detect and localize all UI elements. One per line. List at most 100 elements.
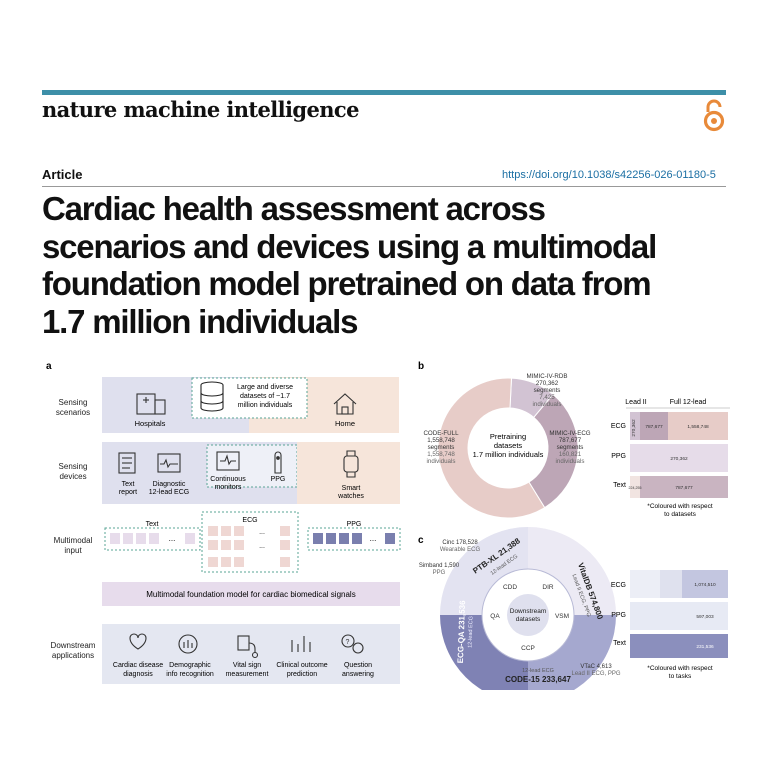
segment-label: segments	[428, 444, 455, 451]
table-value: 224,255	[629, 486, 642, 490]
external-dataset: PPG	[433, 570, 446, 576]
doi-link[interactable]: https://doi.org/10.1038/s42256-026-01180…	[502, 169, 716, 181]
segment-label: 160,821	[559, 451, 582, 458]
table-cell	[630, 412, 640, 440]
table-cell	[640, 412, 668, 440]
vital-sign-icon	[237, 635, 259, 659]
application-label: info recognition	[166, 671, 214, 678]
column-header: Full 12-lead	[670, 399, 707, 406]
donut-center: Downstream	[510, 608, 546, 615]
external-dataset: Cinc 178,528	[442, 540, 478, 546]
row-label: ECG	[611, 582, 626, 589]
input-label: ECG	[242, 517, 257, 524]
task-label: CCP	[521, 645, 535, 652]
external-dataset: VTaC 4,613	[580, 664, 612, 670]
foundation-model-label: Multimodal foundation model for cardiac …	[146, 590, 355, 599]
hospital-icon	[136, 393, 166, 415]
clinical-outcome-icon	[291, 636, 311, 652]
ppg-finger-icon	[274, 451, 282, 474]
heart-icon	[129, 633, 147, 650]
application-label: measurement	[226, 671, 269, 678]
table-value: 1,074,510	[694, 582, 716, 588]
code15-sector	[528, 615, 616, 690]
row-label: PPG	[611, 612, 626, 619]
ellipsis: ...	[259, 543, 265, 550]
table-note: to tasks	[669, 673, 692, 680]
row-label: Text	[613, 482, 626, 489]
ecgqa-sector	[440, 615, 528, 690]
open-access-icon[interactable]	[700, 98, 728, 132]
donut-center: datasets	[516, 616, 541, 623]
device-label: watches	[337, 493, 364, 500]
table-value: 231,536	[696, 644, 714, 650]
table-cell	[668, 412, 728, 440]
task-label: CDD	[503, 584, 517, 591]
row-label: Sensing	[59, 462, 88, 471]
table-cell	[682, 570, 728, 598]
foundation-model-bar	[102, 582, 400, 606]
external-dataset: Simband 1,590	[419, 563, 460, 569]
vitaldb-sector	[528, 527, 616, 615]
application-label: answering	[342, 671, 374, 678]
table-cell	[630, 602, 728, 630]
scenario-label: Home	[335, 419, 355, 428]
ellipsis: ...	[169, 534, 176, 543]
task-label: DIR	[542, 584, 554, 591]
panel-a-letter: a	[46, 361, 52, 372]
callout-text: Large and diverse	[237, 384, 293, 391]
applications-box	[102, 624, 400, 684]
segment-label: 1,558,748	[427, 437, 455, 444]
segment-label: MIMIC-IV-ECG	[549, 430, 590, 437]
devices-box-home	[297, 442, 400, 504]
application-label: Vital sign	[233, 662, 261, 669]
panel-b: b Pretraining datasets 1.7 million indiv…	[418, 361, 730, 519]
ellipsis: ...	[370, 534, 377, 543]
text-input-group	[104, 527, 201, 551]
column-header: Lead II	[625, 399, 646, 406]
row-label: ECG	[611, 423, 626, 430]
segment-label: 1,558,748	[427, 451, 455, 458]
table-cell	[630, 634, 728, 658]
segment-label: individuals	[533, 401, 562, 408]
segment-label: MIMIC-IV-RDB	[527, 373, 568, 380]
panel-b-letter: b	[418, 361, 424, 372]
application-label: Clinical outcome	[276, 662, 327, 669]
title-line: 1.7 million individuals	[42, 302, 359, 340]
pretraining-donut	[437, 377, 579, 519]
table-cell	[640, 476, 728, 498]
application-label: Cardiac disease	[113, 662, 163, 669]
device-label: Continuous	[210, 476, 246, 483]
title-line: Cardiac health assessment across	[42, 190, 546, 227]
dataset-sub: 12-lead ECG	[522, 668, 554, 674]
ecg-tokens	[208, 526, 290, 567]
question-icon: ?	[341, 634, 364, 654]
title-line: foundation model pretrained on data from	[42, 265, 652, 302]
ecg-input-group	[201, 511, 299, 573]
table-note: to datasets	[664, 511, 697, 518]
donut-slice-2	[437, 377, 546, 519]
task-label: VSM	[555, 613, 569, 620]
table-cell	[660, 570, 682, 598]
ellipsis: ...	[259, 529, 265, 536]
center-disc	[507, 594, 549, 636]
callout-text: datasets of ~1.7	[240, 393, 290, 400]
device-label: monitors	[215, 484, 242, 491]
row-label: Multimodal	[54, 536, 93, 545]
table-note: *Coloured with respect	[647, 503, 713, 510]
ptbxl-sector	[440, 527, 528, 615]
donut-hole	[469, 409, 547, 487]
device-label: 12-lead ECG	[149, 489, 189, 496]
external-dataset: Lead II ECG, PPG	[571, 671, 620, 677]
database-icon	[200, 381, 224, 412]
journal-name: nature machine intelligence	[42, 97, 359, 122]
table-note: *Coloured with respect	[647, 665, 713, 672]
application-label: Demographic	[169, 662, 211, 669]
panel-a: a Sensing scenarios Sensing devices Mult…	[46, 361, 401, 684]
segment-label: segments	[534, 387, 561, 394]
row-label: Text	[613, 640, 626, 647]
segment-label: individuals	[556, 458, 585, 465]
ppg-tokens	[313, 533, 395, 544]
table-value: 270,362	[631, 419, 637, 437]
device-label: report	[119, 489, 137, 496]
header-divider	[42, 186, 726, 187]
